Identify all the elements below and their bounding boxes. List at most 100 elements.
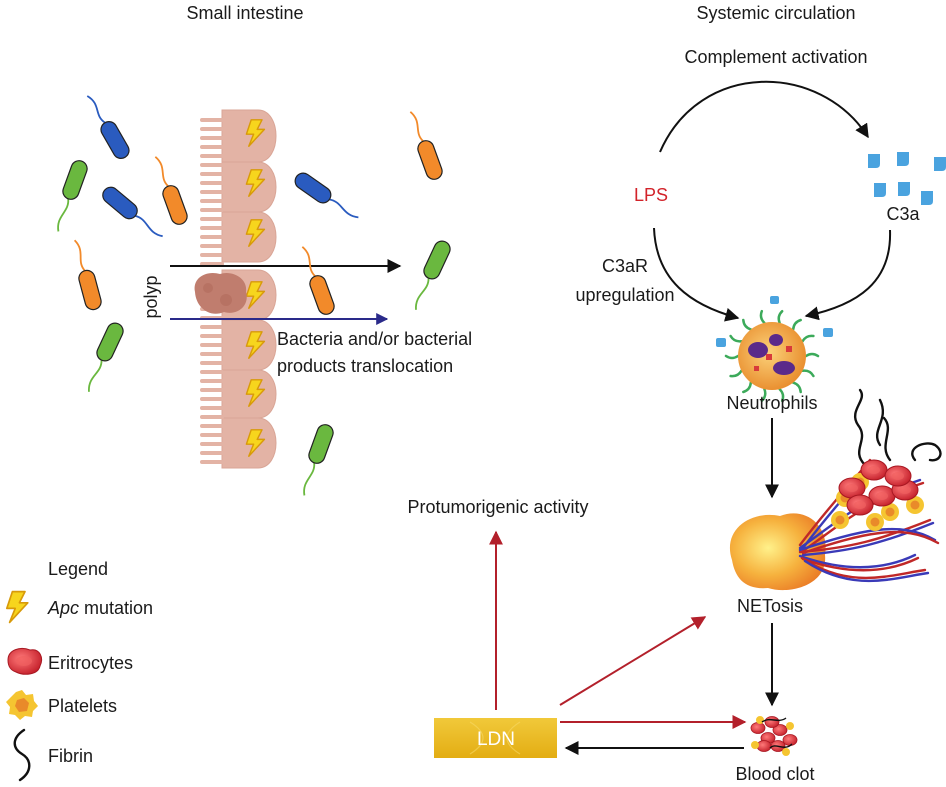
c3ar-upregulation-arrow xyxy=(653,227,740,322)
clot-platelet xyxy=(751,741,759,749)
eritrocyte-center xyxy=(876,492,888,500)
legend-platelets-label: Platelets xyxy=(48,696,117,716)
villus-finger xyxy=(200,325,224,329)
bacterium-body xyxy=(162,185,188,225)
villus-finger xyxy=(200,208,224,212)
flagellum xyxy=(86,95,106,124)
bacteria-group xyxy=(57,95,451,496)
villus-finger xyxy=(200,334,224,338)
c3a-receptor xyxy=(729,334,743,343)
net-strand xyxy=(798,518,932,554)
bacterium-body xyxy=(417,140,443,180)
bacterium-body xyxy=(309,275,335,315)
villus-finger xyxy=(200,253,224,257)
bacterium xyxy=(88,322,124,392)
villus-finger xyxy=(200,136,224,140)
bacterium xyxy=(301,246,335,315)
translocation-label-line2: products translocation xyxy=(277,356,453,376)
fibrin-strand xyxy=(882,416,892,462)
clot-eritrocyte xyxy=(764,716,780,728)
net-strand xyxy=(798,553,917,569)
c3a-receptor xyxy=(759,309,766,325)
complement-activation-arrow xyxy=(659,80,869,153)
villus-finger xyxy=(200,163,224,167)
villus-finger xyxy=(200,343,224,347)
neutrophil-cell xyxy=(716,296,833,403)
flagellum xyxy=(409,111,424,142)
protumorigenic-label: Protumorigenic activity xyxy=(407,497,588,517)
net-strand xyxy=(801,521,935,557)
bacterium xyxy=(415,240,451,310)
legend-eritrocyte-icon xyxy=(7,647,43,675)
platelet-core xyxy=(870,517,880,527)
c3a-receptor xyxy=(791,381,802,394)
flagellum xyxy=(135,214,163,238)
villus-finger xyxy=(200,379,224,383)
villus-finger xyxy=(200,226,224,230)
bacterium-body xyxy=(294,172,332,204)
blood-clot xyxy=(750,716,798,756)
platelet-core xyxy=(885,507,895,517)
polyp-label: polyp xyxy=(141,275,161,318)
ldn-label: LDN xyxy=(477,729,515,750)
villus-finger xyxy=(200,352,224,356)
villus-finger xyxy=(200,181,224,185)
legend-apc-mutation-icon xyxy=(5,590,29,624)
c3a-molecules xyxy=(868,152,946,205)
villus-finger xyxy=(200,388,224,392)
net-strand xyxy=(803,559,930,583)
villus-finger xyxy=(200,433,224,437)
eritrocyte-center xyxy=(846,484,858,492)
bacterium-body xyxy=(96,322,124,362)
legend-eritrocytes-label: Eritrocytes xyxy=(48,653,133,673)
flagellum xyxy=(57,198,70,232)
neutrophils-label: Neutrophils xyxy=(726,393,817,413)
net-strand xyxy=(801,556,920,572)
crypt-lobe xyxy=(221,161,277,213)
c3a-receptor xyxy=(742,381,753,394)
bacterium-body xyxy=(102,186,138,220)
ldn-box xyxy=(434,718,557,758)
legend-apc-label: Apc mutation xyxy=(47,598,153,618)
clot-platelet xyxy=(782,748,790,756)
villus-finger xyxy=(200,424,224,428)
fibrin-strand xyxy=(854,388,867,467)
platelet-core xyxy=(910,500,920,510)
complement-activation-label: Complement activation xyxy=(684,47,867,67)
c3a-receptor xyxy=(729,369,743,378)
clot-platelet xyxy=(786,722,794,730)
c3a-receptor xyxy=(742,318,753,331)
bacterium xyxy=(154,156,188,225)
c3a-receptor xyxy=(777,309,784,325)
clot-eritrocyte xyxy=(782,734,798,746)
bacterium xyxy=(86,95,130,159)
flagellum xyxy=(88,360,103,392)
bacterium xyxy=(294,172,359,219)
c3ar-label-line1: C3aR xyxy=(602,256,648,276)
bacterium xyxy=(303,424,334,496)
polyp xyxy=(194,272,247,314)
bacterium xyxy=(73,239,102,311)
blood-clot-label: Blood clot xyxy=(735,764,814,784)
villus-finger xyxy=(200,190,224,194)
systemic-circulation-title: Systemic circulation xyxy=(696,3,855,23)
villus-finger xyxy=(200,145,224,149)
bacterium-body xyxy=(100,121,130,159)
flagellum xyxy=(303,462,316,496)
clot-eritrocyte xyxy=(750,722,766,734)
villus-finger xyxy=(200,370,224,374)
ldn-to-netosis-arrow xyxy=(559,616,707,706)
bacterium-body xyxy=(78,269,102,311)
c3a-receptor xyxy=(791,318,802,331)
c3a-receptor xyxy=(778,387,785,403)
villus-finger xyxy=(200,460,224,464)
eritrocyte-center xyxy=(899,486,911,494)
fibrin-strand xyxy=(911,442,942,462)
c3a-molecule xyxy=(897,152,909,166)
flagellum xyxy=(73,239,86,272)
villus-finger xyxy=(200,154,224,158)
villus-finger xyxy=(200,199,224,203)
netosis-label: NETosis xyxy=(737,596,803,616)
platelet-core xyxy=(835,515,845,525)
